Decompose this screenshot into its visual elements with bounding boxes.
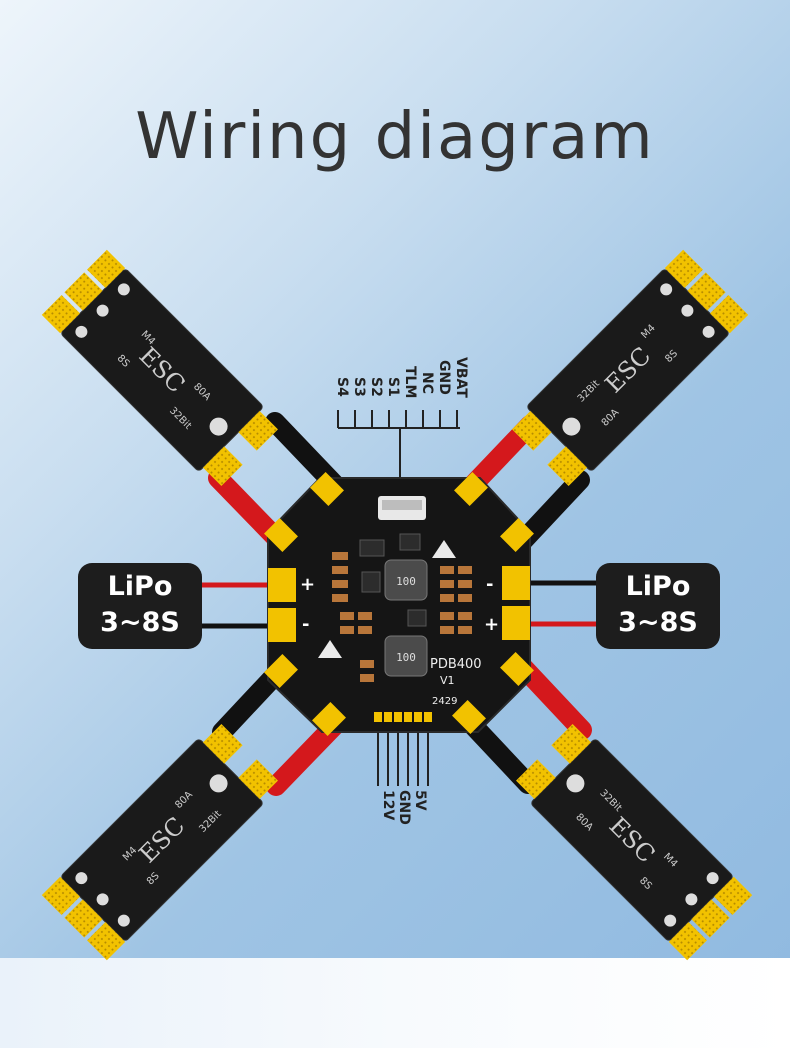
board-plus-left: + [300, 574, 315, 595]
lipo-left-name: LiPo [107, 571, 173, 602]
esc-power-pad [551, 724, 591, 764]
lipo-right-cells: 3~8S [618, 607, 698, 638]
inductor-top [384, 559, 428, 601]
esc-body [61, 739, 263, 941]
esc-power-pad [203, 724, 243, 764]
board-minus-left: - [302, 614, 309, 635]
pin-label-s2: S2 [368, 377, 384, 397]
pin-label-nc: NC [419, 372, 435, 394]
esc-motor-pad-a [664, 249, 703, 288]
inductor-bottom [384, 635, 428, 677]
lipo-left-cells: 3~8S [100, 607, 180, 638]
pad-bl-1 [264, 654, 298, 688]
arrow-mark-bottom [318, 640, 342, 658]
page-title: Wiring diagram [135, 100, 655, 174]
pad-br-2 [452, 700, 486, 734]
esc-bottom-left: ESC M4 80A 8S 32Bit [41, 724, 278, 961]
pin-label-s1: S1 [385, 377, 401, 397]
esc-power-pad [516, 759, 556, 799]
bottom-strip [0, 958, 790, 1048]
esc-motor-pad-a [714, 876, 753, 915]
pad-tl-2 [264, 518, 298, 552]
esc-motor-pad-a [41, 876, 80, 915]
pin-label-vbat: VBAT [453, 357, 469, 398]
esc-power-pad [203, 446, 243, 486]
board-code: 2429 [432, 696, 457, 707]
battery-pad-left-negative [268, 608, 296, 642]
pin-label-gnd: GND [436, 360, 452, 395]
bottom-header-pads [374, 712, 432, 722]
inductor-top-label: 100 [396, 575, 416, 588]
pin-label-gnd-bottom: GND [396, 790, 412, 825]
board-name: PDB400 [430, 657, 482, 672]
board-minus-right: - [486, 574, 493, 595]
lipo-right-name: LiPo [625, 571, 691, 602]
top-pin-labels: VBAT GND NC TLM S1 S2 S3 S4 [334, 357, 469, 398]
arrow-mark-top [432, 540, 456, 558]
pad-tr-2 [500, 518, 534, 552]
bottom-pin-labels: 5V GND 12V [380, 790, 428, 825]
top-header-bracket [337, 410, 460, 495]
esc-power-pad [238, 759, 278, 799]
pad-tr-1 [454, 472, 488, 506]
esc-motor-pad-b [64, 272, 103, 311]
pin-label-12v: 12V [380, 790, 396, 820]
esc-motor-pad-c [668, 922, 707, 961]
pad-bl-2 [312, 702, 346, 736]
battery-pad-right-positive [502, 606, 530, 640]
esc-motor-pad-b [64, 899, 103, 938]
board-version: V1 [440, 674, 455, 687]
esc-power-pad [547, 446, 587, 486]
esc-top-left: ESC M4 80A 8S 32Bit [41, 249, 278, 486]
pad-tl-1 [310, 472, 344, 506]
esc-motor-pad-c [87, 922, 126, 961]
pin-label-tlm: TLM [402, 366, 418, 398]
lipo-battery-right: LiPo 3~8S [596, 563, 720, 649]
smd-components [332, 552, 472, 682]
esc-motor-pad-b [691, 899, 730, 938]
esc-motor-pad-c [41, 295, 80, 334]
esc-body [531, 739, 733, 941]
esc-motor-pad-c [710, 295, 749, 334]
pdb-board: 100 100 PDB400 V1 24 [264, 472, 534, 736]
esc-bottom-right: ESC M4 32Bit 8S 80A [516, 724, 753, 961]
esc-power-pad [512, 411, 552, 451]
pin-label-s3: S3 [351, 377, 367, 397]
esc-motor-pad-b [687, 272, 726, 311]
lipo-battery-left: LiPo 3~8S [78, 563, 202, 649]
battery-pad-right-negative [502, 566, 530, 600]
esc-motor-pad-a [87, 249, 126, 288]
esc-top-right: ESC M4 32Bit 8S 80A [512, 249, 749, 486]
pin-label-5v: 5V [412, 790, 428, 811]
battery-pad-left-positive [268, 568, 296, 602]
ic-chips [359, 533, 427, 627]
esc-power-pad [238, 411, 278, 451]
lipo-leads [200, 580, 600, 629]
pin-label-s4: S4 [334, 377, 350, 397]
board-plus-right: + [484, 614, 499, 635]
inductor-bottom-label: 100 [396, 651, 416, 664]
pad-br-1 [500, 652, 534, 686]
